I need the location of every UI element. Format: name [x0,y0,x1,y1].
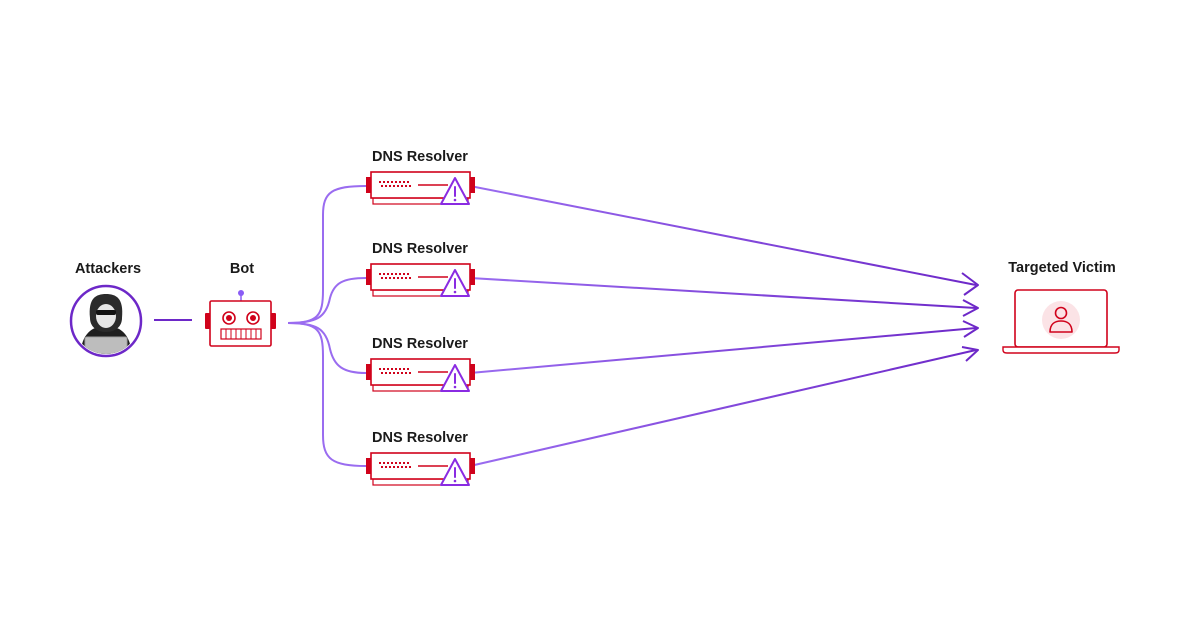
flow-3-arrowhead-icon [962,320,979,338]
dns-resolver-4-label: DNS Resolver [372,430,468,446]
dns-resolver-4: DNS Resolver [366,430,475,486]
robot-icon [205,290,276,347]
warning-triangle-icon [440,458,470,486]
laptop-user-icon [1002,289,1120,354]
dns-resolver-1-label: DNS Resolver [372,149,468,165]
bot-to-resolver-2-connector [287,277,367,324]
warning-triangle-icon [440,177,470,205]
attackers-label: Attackers [75,261,141,277]
amplified-flows [469,185,979,467]
resolver-2-to-victim-flow [469,277,977,309]
dns-resolver-2-label: DNS Resolver [372,241,468,257]
dns-resolver-3-label: DNS Resolver [372,336,468,352]
resolver-4-to-victim-flow [469,349,977,467]
resolver-1-to-victim-flow [469,185,977,286]
dns-resolver-3: DNS Resolver [366,336,475,392]
attackers-node: Attackers [69,261,143,358]
dns-resolver-1: DNS Resolver [366,149,475,205]
flow-4-arrowhead-icon [961,346,979,362]
flow-2-arrowhead-icon [962,299,979,317]
bot-to-resolver-1-connector [287,185,367,324]
bot-node: Bot [205,261,276,347]
connectors [154,185,367,467]
flow-1-arrowhead-icon [961,272,979,296]
bot-to-resolver-4-connector [287,322,367,467]
bot-to-resolver-3-connector [287,322,367,374]
bot-label: Bot [230,261,254,277]
resolver-3-to-victim-flow [469,327,977,374]
warning-triangle-icon [440,269,470,297]
hooded-hacker-icon [69,284,143,358]
dns-resolver-2: DNS Resolver [366,241,475,297]
victim-node: Targeted Victim [1002,260,1120,354]
warning-triangle-icon [440,364,470,392]
victim-label: Targeted Victim [1008,260,1115,276]
